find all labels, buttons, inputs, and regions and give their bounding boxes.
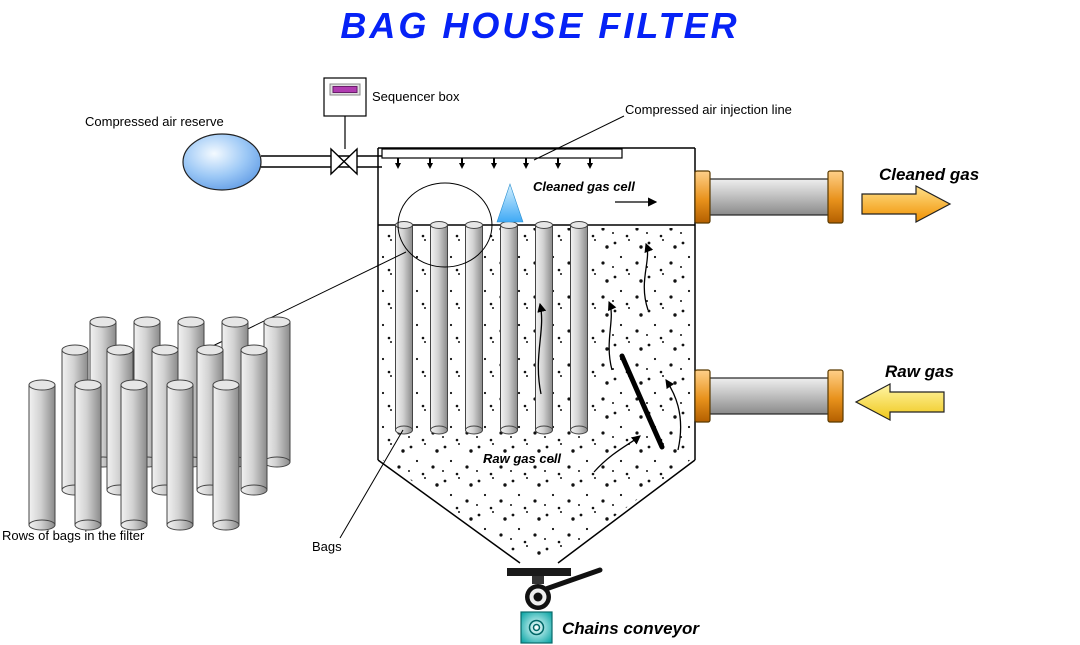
pipe-flange xyxy=(694,170,711,224)
detail-circle xyxy=(397,182,493,268)
valve-icon xyxy=(342,147,358,176)
gas-flow-arrows xyxy=(537,197,682,473)
chain-conveyor-icon xyxy=(520,611,553,644)
cleaned-gas-cell-label: Cleaned gas cell xyxy=(533,179,635,194)
pipe-flange xyxy=(694,369,711,423)
bag-cylinder xyxy=(120,379,148,531)
sequencer-indicator xyxy=(332,86,358,93)
raw-gas-label: Raw gas xyxy=(885,362,954,381)
air-injection-pipe xyxy=(381,148,623,169)
sequencer-box-label: Sequencer box xyxy=(372,89,460,104)
bag-cylinder xyxy=(28,379,56,531)
page-title: BAG HOUSE FILTER xyxy=(340,5,739,46)
raw-gas-inlet-pipe xyxy=(694,369,844,423)
chains-conveyor-label: Chains conveyor xyxy=(562,619,700,638)
bag-cylinder xyxy=(263,316,291,468)
left-bag-rows xyxy=(28,316,291,531)
discharge-valve-assembly xyxy=(507,567,603,644)
pipe-flange xyxy=(827,369,844,423)
raw-gas-cell-label: Raw gas cell xyxy=(483,451,561,466)
bags-label: Bags xyxy=(312,539,342,554)
bag-cylinder xyxy=(74,379,102,531)
cleaned-gas-label: Cleaned gas xyxy=(879,165,979,184)
bag-cylinder xyxy=(570,221,588,435)
bag-cylinder xyxy=(430,221,448,435)
bag-cylinder xyxy=(240,344,268,496)
pointer-to-bags xyxy=(339,429,404,539)
valve-lever xyxy=(540,567,603,593)
pointer-to-injection-line xyxy=(533,115,625,161)
baffle-plate xyxy=(619,353,665,450)
compressed-air-reserve-label: Compressed air reserve xyxy=(85,114,224,129)
rows-of-bags-label: Rows of bags in the filter xyxy=(2,528,145,543)
cleaned-gas-arrow xyxy=(861,185,952,223)
valve-icon xyxy=(330,147,346,176)
bag-cylinder xyxy=(535,221,553,435)
cleaned-gas-outlet-pipe xyxy=(694,170,844,224)
sequencer-box-icon xyxy=(323,77,367,117)
nozzle-tips xyxy=(395,163,593,169)
bag-cylinder xyxy=(500,221,518,435)
bag-cylinder xyxy=(212,379,240,531)
pipe-flange xyxy=(827,170,844,224)
compressed-air-reserve-tank xyxy=(182,116,382,191)
injection-line-label: Compressed air injection line xyxy=(625,102,792,117)
raw-gas-arrow xyxy=(854,383,945,421)
air-pulse-spray-icon xyxy=(496,183,524,223)
bag-cylinder xyxy=(166,379,194,531)
